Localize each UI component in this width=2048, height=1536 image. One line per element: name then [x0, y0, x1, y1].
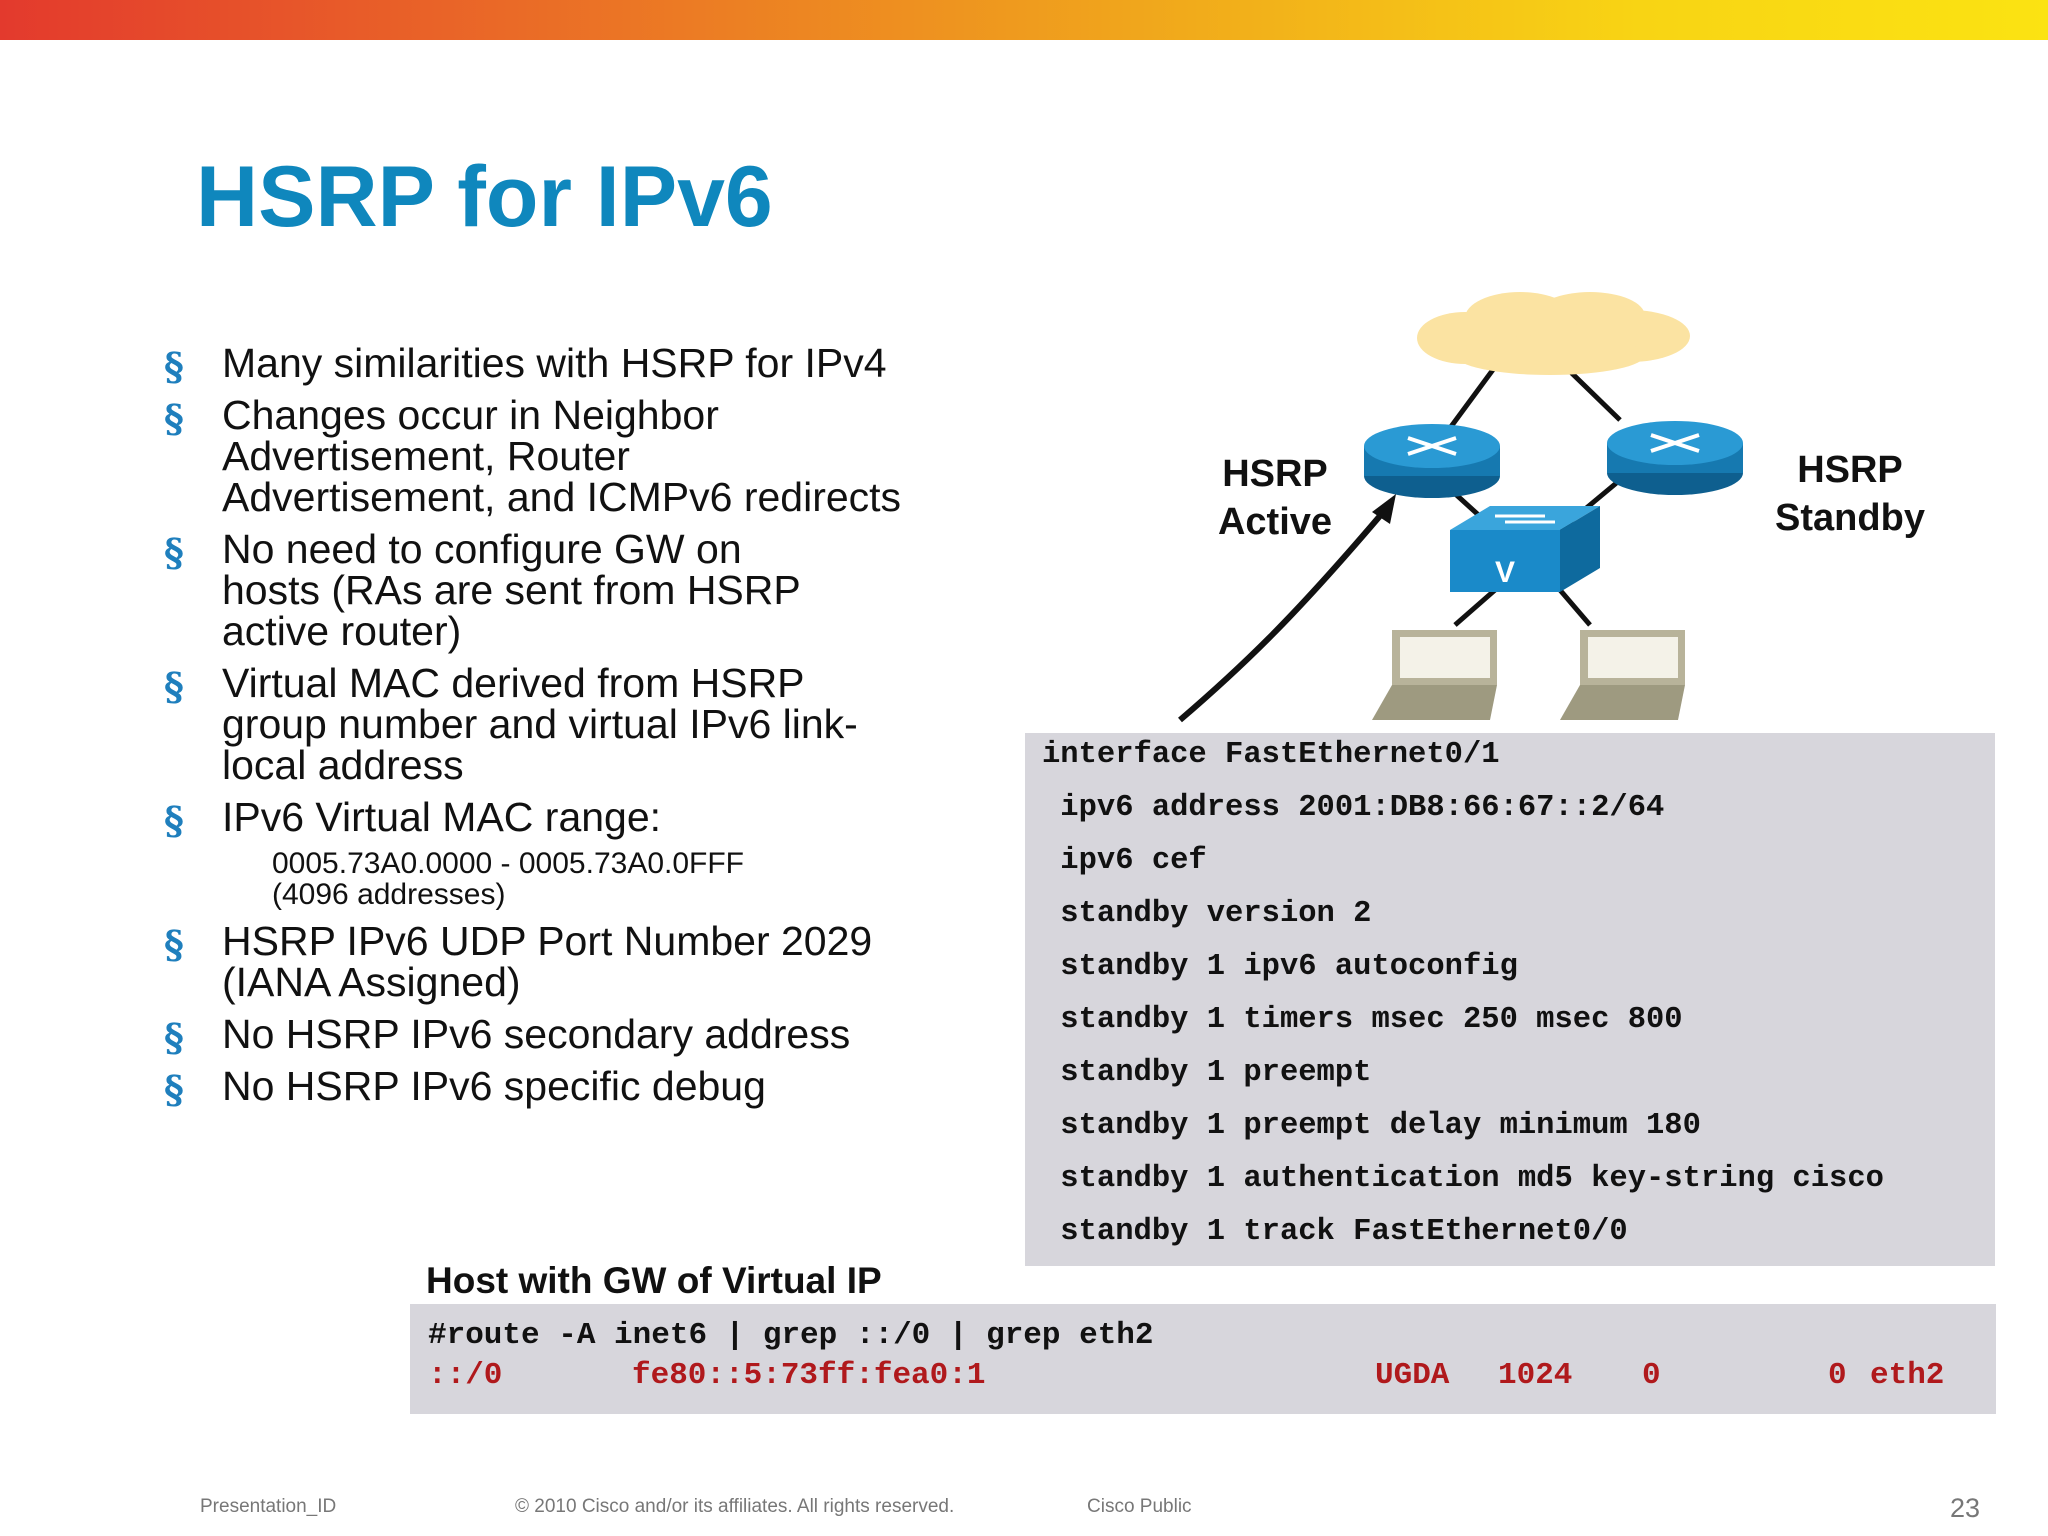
- bullet-marker-icon: §: [164, 344, 184, 389]
- config-line: standby 1 ipv6 autoconfig: [1042, 950, 1518, 984]
- bullet-text: IPv6 Virtual MAC range:: [222, 794, 662, 840]
- network-diagram: V HSRP Active HSRP Standby: [1150, 280, 1950, 730]
- bullet-item: § No HSRP IPv6 secondary address: [160, 1011, 1020, 1060]
- bullet-text: Changes occur in Neighbor Advertisement,…: [222, 392, 902, 520]
- bullet-item: § HSRP IPv6 UDP Port Number 2029 (IANA As…: [160, 921, 942, 1003]
- top-gradient-bar: [0, 0, 2048, 40]
- switch-icon: V: [1450, 506, 1600, 592]
- config-line: interface FastEthernet0/1: [1042, 738, 1500, 772]
- bullet-marker-icon: §: [164, 922, 184, 967]
- config-line: standby 1 timers msec 250 msec 800: [1042, 1003, 1683, 1037]
- footer-presentation-id: Presentation_ID: [200, 1496, 337, 1517]
- hsrp-active-label-line2: Active: [1217, 501, 1333, 543]
- arrow-icon: [1178, 494, 1396, 723]
- page-number: 23: [1949, 1493, 1980, 1523]
- bullet-marker-icon: §: [164, 798, 184, 843]
- bullet-item: § Virtual MAC derived from HSRP group num…: [160, 663, 862, 786]
- route-flags: UGDA: [1375, 1358, 1450, 1393]
- hsrp-standby-label: HSRP Standby: [1750, 446, 1950, 542]
- route-metric: 1024: [1498, 1358, 1573, 1393]
- hsrp-active-label: HSRP Active: [1180, 450, 1370, 546]
- cloud-icon: [1417, 292, 1690, 375]
- bullet-marker-icon: §: [164, 1015, 184, 1060]
- mac-range-subtext: 0005.73A0.0000 - 0005.73A0.0FFF (4096 ad…: [272, 847, 745, 911]
- bullet-list: § Many similarities with HSRP for IPv4 § C…: [160, 343, 1020, 1118]
- bullet-marker-icon: §: [164, 396, 184, 441]
- config-line: ipv6 address 2001:DB8:66:67::2/64: [1042, 791, 1665, 825]
- footer-classification: Cisco Public: [1087, 1496, 1192, 1517]
- config-line: ipv6 cef: [1042, 844, 1207, 878]
- route-gateway: fe80::5:73ff:fea0:1: [632, 1358, 986, 1393]
- bullet-text: No HSRP IPv6 specific debug: [222, 1063, 766, 1109]
- bullet-text: Many similarities with HSRP for IPv4: [222, 340, 887, 386]
- laptop-icon: [1560, 630, 1685, 720]
- hsrp-active-label-line1: HSRP: [1222, 453, 1328, 495]
- bullet-marker-icon: §: [164, 664, 184, 709]
- bullet-item: § IPv6 Virtual MAC range: 0005.73A0.0000 -…: [160, 794, 1020, 911]
- route-dest: ::/0: [428, 1358, 503, 1393]
- config-line: standby 1 authentication md5 key-string …: [1042, 1162, 1884, 1196]
- footer-copyright: © 2010 Cisco and/or its affiliates. All …: [515, 1496, 955, 1517]
- router-icon: [1364, 424, 1500, 498]
- bullet-marker-icon: §: [164, 1067, 184, 1112]
- bullet-item: § No HSRP IPv6 specific debug: [160, 1063, 1020, 1112]
- config-line: standby 1 track FastEthernet0/0: [1042, 1215, 1628, 1249]
- bullet-item: § No need to configure GW on hosts (RAs a…: [160, 529, 822, 652]
- config-line: standby version 2: [1042, 897, 1372, 931]
- host-command: #route -A inet6 | grep ::/0 | grep eth2: [428, 1318, 1154, 1353]
- network-diagram-svg: V: [1178, 292, 1743, 723]
- laptop-icon: [1372, 630, 1497, 720]
- switch-mark: V: [1495, 556, 1515, 589]
- route-iface: eth2: [1870, 1358, 1945, 1393]
- host-section-title: Host with GW of Virtual IP: [426, 1260, 882, 1301]
- bullet-item: § Many similarities with HSRP for IPv4: [160, 340, 1020, 389]
- route-ref: 0: [1642, 1358, 1661, 1393]
- bullet-item: § Changes occur in Neighbor Advertisement…: [160, 395, 912, 518]
- bullet-text: No HSRP IPv6 secondary address: [222, 1011, 851, 1057]
- slide-title: HSRP for IPv6: [196, 149, 773, 245]
- bullet-text: No need to configure GW on hosts (RAs ar…: [222, 526, 800, 654]
- route-use: 0: [1828, 1358, 1847, 1393]
- config-line: standby 1 preempt delay minimum 180: [1042, 1109, 1701, 1143]
- host-code-block: #route -A inet6 | grep ::/0 | grep eth2 …: [410, 1304, 1996, 1414]
- hsrp-standby-label-line1: HSRP: [1797, 449, 1903, 491]
- bullet-text: HSRP IPv6 UDP Port Number 2029 (IANA Ass…: [222, 918, 873, 1005]
- config-line: standby 1 preempt: [1042, 1056, 1372, 1090]
- hsrp-standby-label-line2: Standby: [1775, 497, 1925, 539]
- bullet-marker-icon: §: [164, 530, 184, 575]
- bullet-text: Virtual MAC derived from HSRP group numb…: [222, 660, 858, 788]
- config-code-block: interface FastEthernet0/1 ipv6 address 2…: [1025, 733, 1995, 1266]
- router-icon: [1607, 421, 1743, 495]
